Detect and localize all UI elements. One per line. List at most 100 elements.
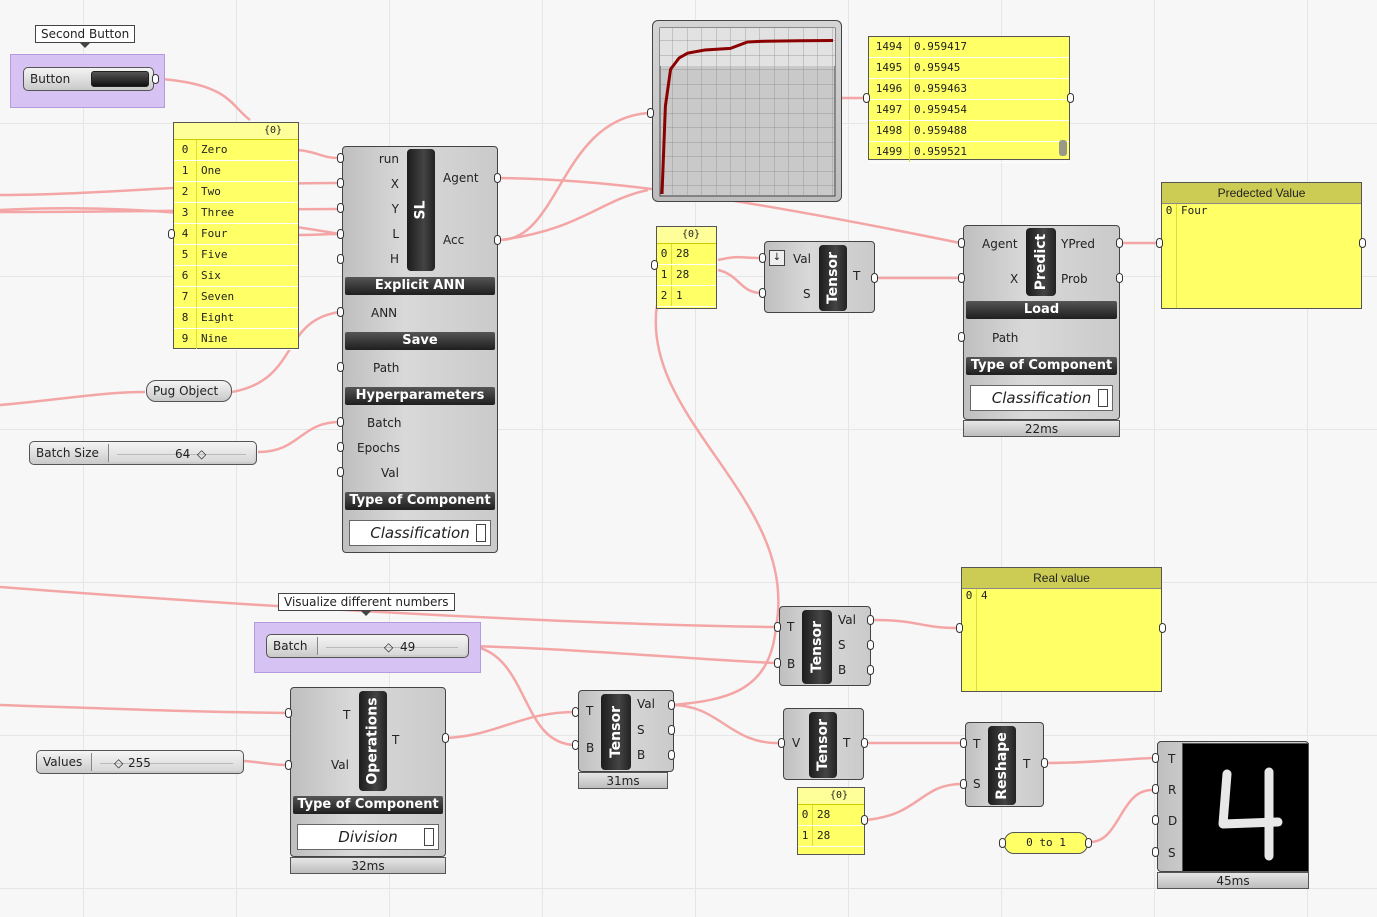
port[interactable] bbox=[442, 733, 449, 743]
port[interactable] bbox=[494, 173, 501, 183]
port[interactable] bbox=[958, 273, 965, 283]
port[interactable] bbox=[337, 229, 344, 239]
port[interactable] bbox=[1152, 847, 1159, 857]
output-val[interactable]: Val bbox=[838, 613, 856, 627]
input-v[interactable]: V bbox=[792, 736, 801, 750]
input-t[interactable]: T bbox=[1168, 752, 1176, 766]
port[interactable] bbox=[1152, 753, 1159, 763]
output-t[interactable]: T bbox=[392, 733, 400, 747]
output-port[interactable] bbox=[152, 74, 159, 84]
port[interactable] bbox=[774, 622, 781, 632]
port[interactable] bbox=[337, 417, 344, 427]
input-l[interactable]: L bbox=[392, 227, 399, 241]
port[interactable] bbox=[867, 665, 874, 675]
port[interactable] bbox=[494, 235, 501, 245]
input-x[interactable]: X bbox=[390, 177, 399, 191]
button-component[interactable]: Button bbox=[23, 67, 154, 91]
output-agent[interactable]: Agent bbox=[443, 171, 479, 185]
button-face[interactable] bbox=[91, 71, 149, 87]
port[interactable] bbox=[861, 815, 868, 825]
port[interactable] bbox=[337, 467, 344, 477]
output-s[interactable]: S bbox=[637, 723, 645, 737]
scrollbar[interactable] bbox=[1059, 140, 1067, 156]
type-dropdown[interactable]: Classification bbox=[349, 520, 491, 546]
port[interactable] bbox=[1067, 93, 1074, 103]
input-t[interactable]: T bbox=[586, 704, 594, 718]
batch-size-slider[interactable]: Batch Size 64 ◇ bbox=[29, 441, 257, 465]
port[interactable] bbox=[1116, 238, 1123, 248]
reshape-component[interactable]: T S Reshape T bbox=[965, 722, 1044, 807]
port[interactable] bbox=[759, 288, 766, 298]
input-val[interactable]: Val bbox=[331, 758, 349, 772]
slider-track[interactable]: 64 ◇ bbox=[108, 444, 254, 462]
port[interactable] bbox=[651, 260, 658, 270]
input-ann[interactable]: ANN bbox=[371, 306, 398, 320]
output-b[interactable]: B bbox=[637, 748, 646, 762]
port[interactable] bbox=[1152, 784, 1159, 794]
range-panel[interactable]: 0 to 1 bbox=[1004, 832, 1088, 854]
input-path[interactable]: Path bbox=[373, 361, 400, 375]
port[interactable] bbox=[337, 153, 344, 163]
port[interactable] bbox=[337, 362, 344, 372]
image-view-component[interactable]: T R D S bbox=[1157, 741, 1309, 872]
port[interactable] bbox=[285, 760, 292, 770]
batch-slider[interactable]: Batch ◇ 49 bbox=[266, 634, 469, 658]
port[interactable] bbox=[337, 203, 344, 213]
input-val[interactable]: Val bbox=[381, 466, 399, 480]
slider-handle-icon[interactable]: ◇ bbox=[384, 640, 394, 654]
input-b[interactable]: B bbox=[787, 657, 796, 671]
pug-object-param[interactable]: Pug Object bbox=[146, 380, 232, 402]
port[interactable] bbox=[958, 238, 965, 248]
port[interactable] bbox=[1085, 838, 1092, 848]
port[interactable] bbox=[337, 307, 344, 317]
port[interactable] bbox=[956, 623, 963, 633]
sl-component[interactable]: SL run X Y L H Agent Acc Explicit ANN AN… bbox=[342, 146, 498, 553]
input-s[interactable]: S bbox=[803, 287, 811, 301]
output-b[interactable]: B bbox=[838, 663, 847, 677]
input-r[interactable]: R bbox=[1168, 783, 1177, 797]
port[interactable] bbox=[774, 658, 781, 668]
port[interactable] bbox=[668, 725, 675, 735]
flatten-icon[interactable]: ↓ bbox=[769, 250, 785, 266]
port[interactable] bbox=[337, 178, 344, 188]
input-x[interactable]: X bbox=[1010, 272, 1019, 286]
tensor-component-top[interactable]: ↓ Val S Tensor T bbox=[764, 241, 875, 313]
port[interactable] bbox=[1159, 623, 1166, 633]
input-agent[interactable]: Agent bbox=[982, 237, 1018, 251]
output-acc[interactable]: Acc bbox=[443, 233, 465, 247]
input-s[interactable]: S bbox=[973, 777, 981, 791]
tensor-component-mid[interactable]: T B Tensor Val S B bbox=[779, 606, 871, 686]
output-ypred[interactable]: YPred bbox=[1061, 237, 1096, 251]
slider-track[interactable]: ◇ 255 bbox=[91, 753, 241, 771]
port[interactable] bbox=[572, 707, 579, 717]
input-s[interactable]: S bbox=[1168, 846, 1176, 860]
output-prob[interactable]: Prob bbox=[1061, 272, 1088, 286]
port[interactable] bbox=[1156, 238, 1163, 248]
port[interactable] bbox=[863, 93, 870, 103]
port[interactable] bbox=[1041, 758, 1048, 768]
port[interactable] bbox=[647, 108, 654, 118]
input-t[interactable]: T bbox=[973, 737, 981, 751]
port[interactable] bbox=[867, 615, 874, 625]
input-epochs[interactable]: Epochs bbox=[357, 441, 400, 455]
port[interactable] bbox=[759, 253, 766, 263]
input-t[interactable]: T bbox=[787, 620, 795, 634]
port[interactable] bbox=[337, 254, 344, 264]
output-t[interactable]: T bbox=[853, 269, 861, 283]
input-h[interactable]: H bbox=[389, 252, 399, 266]
graph-mapper[interactable] bbox=[652, 20, 842, 202]
slider-handle-icon[interactable]: ◇ bbox=[114, 756, 124, 770]
output-t[interactable]: T bbox=[843, 736, 851, 750]
input-port[interactable] bbox=[168, 229, 175, 239]
type-dropdown[interactable]: Classification bbox=[970, 385, 1113, 411]
slider-track[interactable]: ◇ 49 bbox=[317, 637, 466, 655]
port[interactable] bbox=[960, 738, 967, 748]
values-slider[interactable]: Values ◇ 255 bbox=[36, 750, 244, 774]
input-path[interactable]: Path bbox=[992, 331, 1019, 345]
